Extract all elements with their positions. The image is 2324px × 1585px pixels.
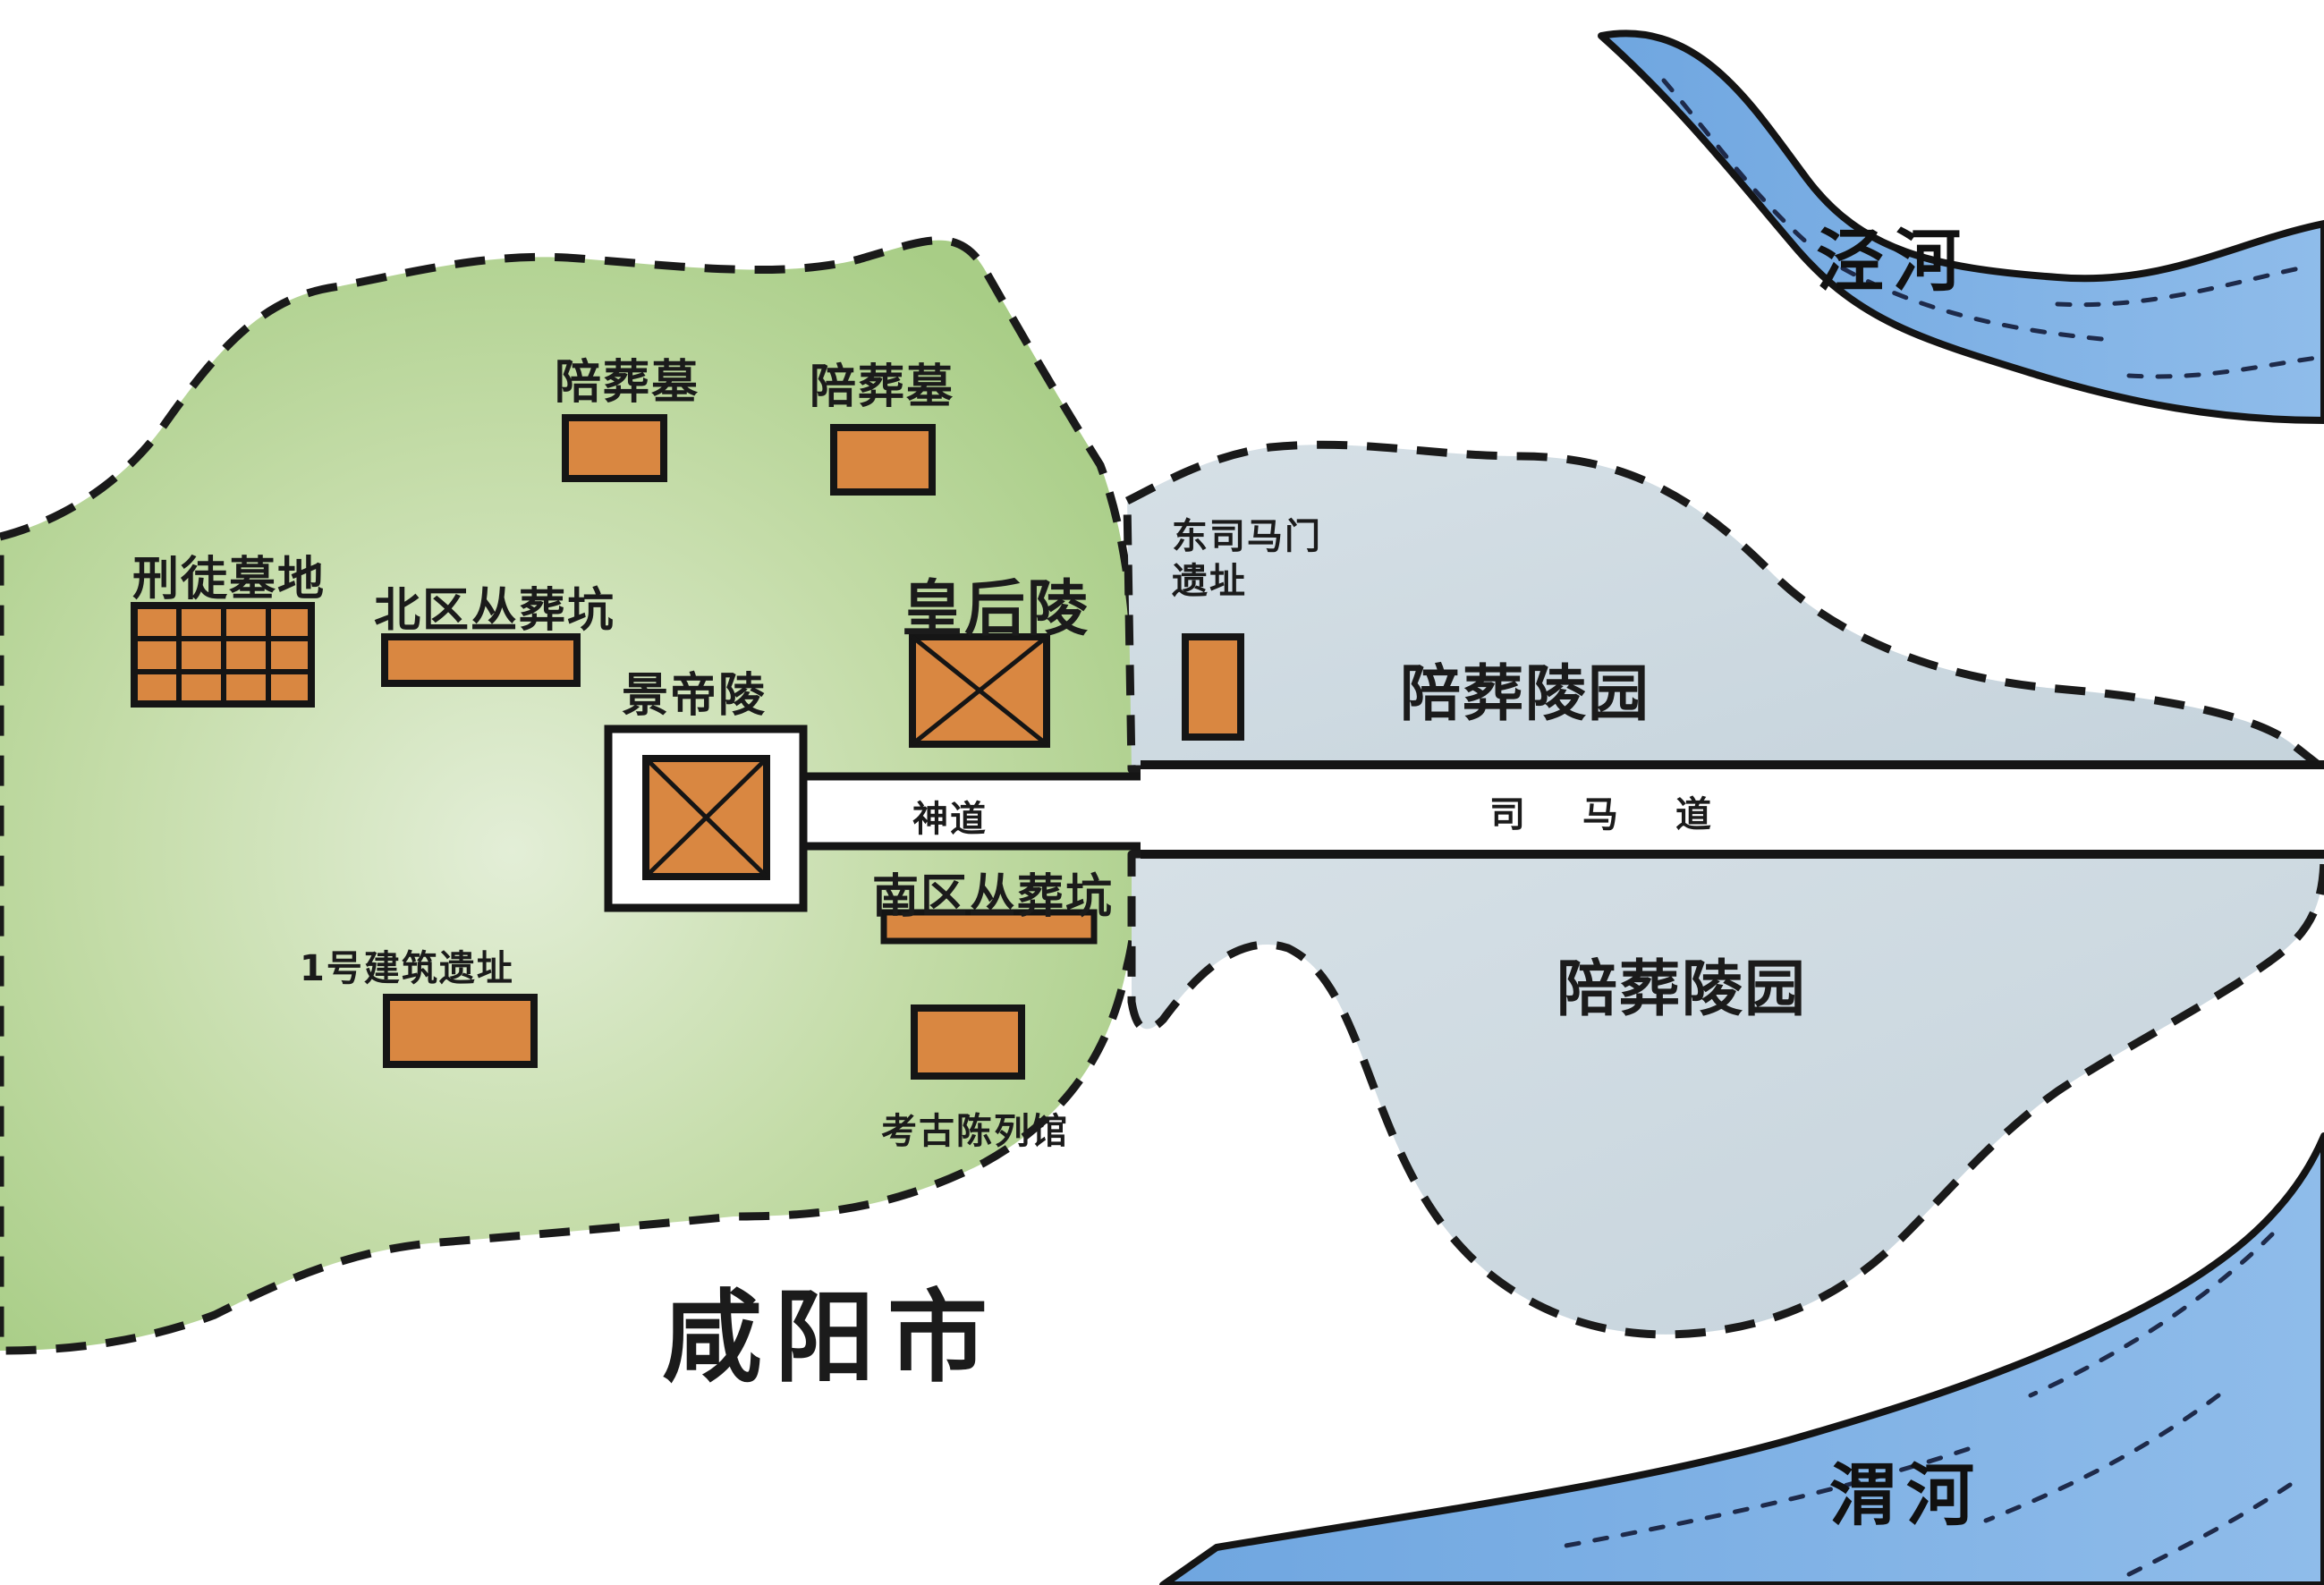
north-pits-label: 北区丛葬坑 (374, 584, 616, 638)
satellite-tomb-block-b (830, 424, 936, 496)
museum-block (911, 1004, 1025, 1080)
empress-tomb-label: 皇后陵 (902, 574, 1090, 645)
east-gate-block (1182, 633, 1244, 741)
building-site-block (383, 994, 538, 1068)
building-site-label: 1号建筑遗址 (300, 948, 514, 989)
emperor-tomb-mound (642, 755, 770, 880)
sima-way-road (1141, 765, 2324, 854)
convict-cemetery-label: 刑徒墓地 (132, 553, 327, 606)
north-river-ripples (1661, 78, 2320, 379)
tomb-b-label: 陪葬墓 (810, 360, 955, 414)
north-river-label: 泾河 (1816, 221, 1970, 301)
emperor-tomb-label: 景帝陵 (622, 669, 768, 723)
south-river (1159, 1132, 2324, 1585)
south-pits-block (880, 909, 1098, 945)
satellite-park-north (1123, 440, 2324, 774)
satellite-park-north-label: 陪葬陵园 (1400, 659, 1651, 730)
north-pits-block (381, 633, 581, 687)
sima-way-label: 司马道 (1489, 794, 1768, 835)
satellite-tomb-block-a (562, 414, 667, 482)
empress-tomb-mound (909, 633, 1050, 748)
museum-label: 考古陈列馆 (881, 1111, 1069, 1152)
tomb-a-label: 陪葬墓 (555, 356, 700, 410)
convict-cemetery-grid (131, 602, 315, 708)
south-river-ripples (1554, 1232, 2293, 1577)
south-river-label: 渭河 (1829, 1455, 1983, 1535)
satellite-park-south-label: 陪葬陵园 (1556, 954, 1808, 1025)
spirit-way-road (796, 776, 1141, 846)
east-gate-label: 东司马门 遗址 (1172, 516, 1322, 602)
satellite-park-south (1127, 850, 2324, 1339)
north-river (1598, 30, 2324, 424)
south-pits-label: 南区丛葬坑 (872, 870, 1115, 924)
city-label: 咸阳市 (662, 1280, 1000, 1396)
spirit-way-label: 神道 (912, 799, 988, 840)
